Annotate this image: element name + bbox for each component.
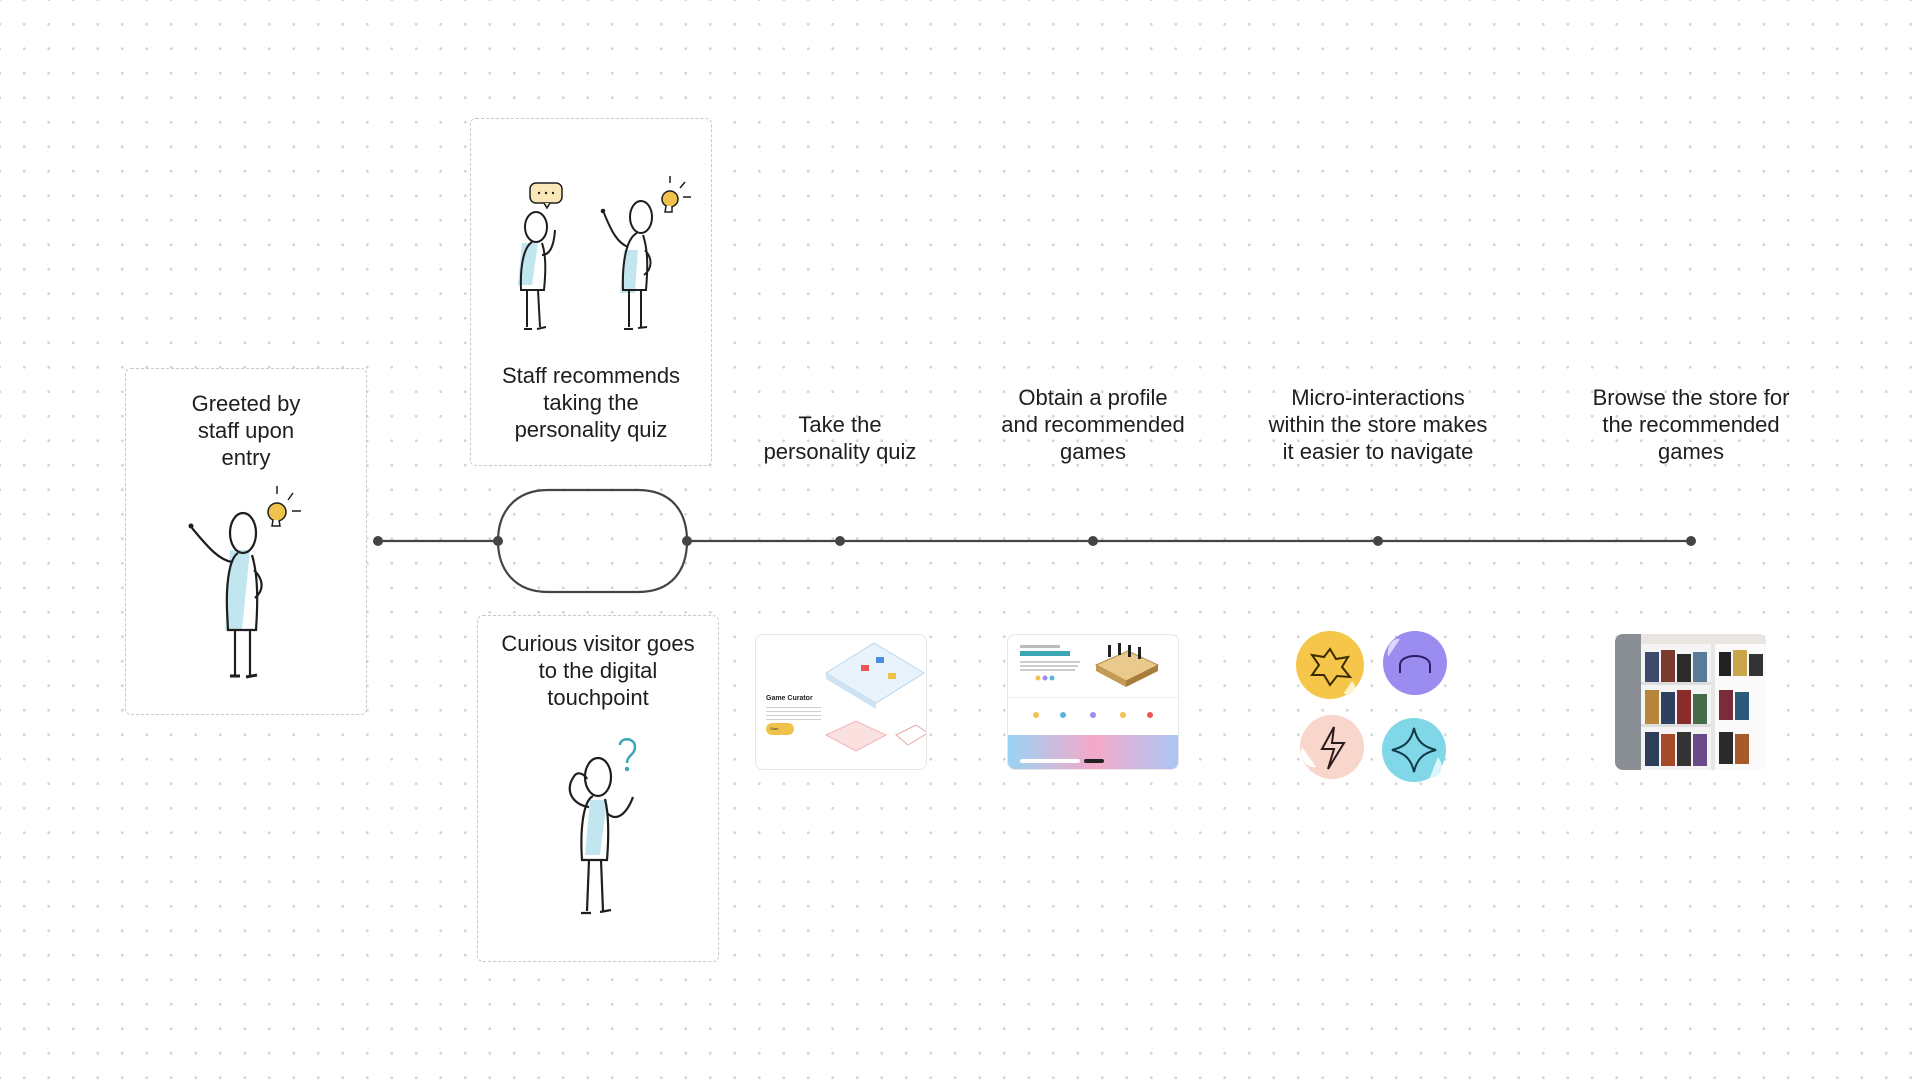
staff-recommends-label: Staff recommends taking the personality … [501, 363, 681, 442]
timeline-node-take-quiz [835, 536, 845, 546]
profile-page-illustration [1008, 643, 1178, 769]
question-mark-icon [618, 738, 637, 772]
lightbulb-icon [661, 176, 691, 213]
timeline-node-browse-store [1686, 536, 1696, 546]
quiz-thumbnail-body-text [766, 707, 821, 721]
speech-bubble-icon [529, 182, 563, 210]
bolt-sticker-icon [1300, 715, 1364, 779]
browse-store-label: Browse the store for the recommended gam… [1592, 385, 1790, 464]
timeline-node-micro-interactions [1373, 536, 1383, 546]
store-shelf-photo[interactable] [1615, 634, 1766, 770]
timeline-node-greeted [373, 536, 383, 546]
profile-screen-thumbnail[interactable] [1007, 634, 1179, 770]
curious-visitor-step-box[interactable] [477, 615, 719, 962]
store-shelf-photo-illustration [1615, 634, 1766, 770]
lightbulb-icon [267, 486, 301, 527]
quiz-thumbnail-start-button: Start [766, 723, 794, 735]
curious-visitor-label: Curious visitor goes to the digital touc… [501, 631, 695, 710]
star-sticker-icon [1296, 631, 1364, 699]
greeted-figure-illustration [188, 486, 301, 679]
timeline-node-branch-end [682, 536, 692, 546]
curious-visitor-illustration [568, 738, 637, 915]
staff-recommends-illustration [518, 176, 691, 330]
board-game-illustration [824, 642, 926, 752]
greeted-label: Greeted by staff upon entry [191, 391, 301, 470]
micro-interactions-label: Micro-interactions within the store make… [1268, 385, 1488, 464]
micro-interaction-stickers [1296, 631, 1447, 782]
quiz-thumbnail-title: Game Curator [766, 695, 813, 702]
quiz-screen-thumbnail[interactable]: Game Curator Start [755, 634, 927, 770]
timeline-node-obtain-profile [1088, 536, 1098, 546]
arch-sticker-icon [1383, 631, 1447, 695]
sparkle-sticker-icon [1382, 718, 1446, 782]
staff-recommends-step-box[interactable] [470, 118, 712, 466]
take-quiz-label: Take the personality quiz [763, 412, 917, 464]
timeline-node-branch-start [493, 536, 503, 546]
obtain-profile-label: Obtain a profile and recommended games [1001, 385, 1185, 464]
timeline-branch-loop [496, 488, 689, 594]
greeted-step-box[interactable] [125, 368, 367, 715]
